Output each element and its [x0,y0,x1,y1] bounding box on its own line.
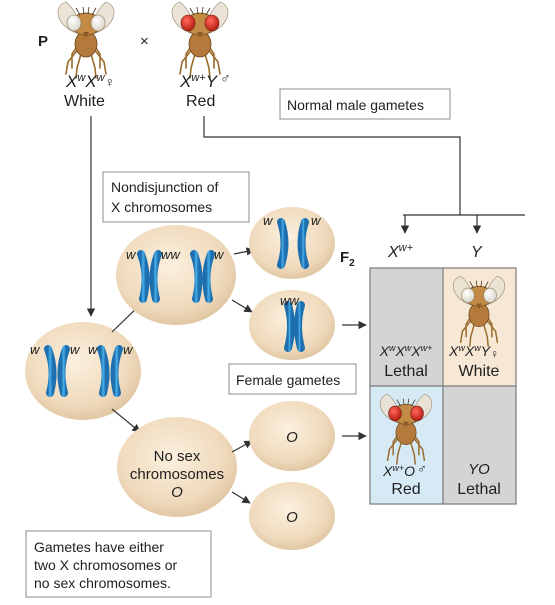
oocyte-chromosome-left [44,345,70,397]
male-genotype: Xw+Y♂ [179,70,231,91]
gamete4-o: O [286,509,298,526]
punnett-cell-r1c1 [370,268,443,386]
oocyte-w-2: w [70,342,81,357]
oocyte-w-1: w [30,342,41,357]
r2c1-genotype: Xw+O♂ [382,461,427,479]
arrow-to-gamete-4 [231,491,251,504]
nosex-cell [117,417,237,517]
female-gametes-box [228,363,357,395]
cross-symbol: × [140,33,149,50]
r2c1-phenotype: Red [391,481,420,498]
punnett-col1-header: Xw+ [387,242,414,261]
male-phenotype: Red [186,93,215,110]
r1c1-phenotype: Lethal [384,363,428,380]
summary-line2: two X chromosomes or [34,557,177,573]
summary-box [25,530,212,598]
meiosis-w-right: w [214,247,225,262]
r2c2-phenotype: Lethal [457,481,501,498]
oocyte-cell [25,322,141,420]
gamete1-w-left: w [263,213,274,228]
nondisjunction-line1: Nondisjunction of [111,179,219,195]
r1c2-genotype: XwXwY♀ [448,343,499,361]
gamete1-chromatid-left [277,218,289,269]
r2c2-genotype: YO [468,461,490,478]
gamete3-o: O [286,429,298,446]
female-genotype: XwXw♀ [65,72,115,91]
red-male-fly-icon [379,393,433,465]
oocyte-w-4: w [123,342,134,357]
r1c1-genotype: XwXwXw+ [379,343,433,359]
gamete-cell-3 [249,401,335,471]
arrow-to-gamete-3 [231,440,253,453]
male-fly-icon [171,1,229,79]
gamete2-ww: ww [280,293,300,308]
gamete2-chromatid-right [294,301,305,352]
normal-male-gametes-label: Normal male gametes [287,97,424,113]
arrow-to-gamete-2 [231,299,253,313]
punnett-col2-header: Y [471,244,483,261]
meiosis-cell [116,225,236,325]
oocyte-w-3: w [88,342,99,357]
normal-male-gametes-box [279,88,451,120]
nosex-line1: No sex [154,448,201,465]
male-gamete-line [203,116,461,215]
gamete2-chromatid-left [284,301,295,352]
r1c2-phenotype: White [459,363,500,380]
punnett-cell-r2c2 [443,386,516,504]
gamete1-w-right: w [311,213,322,228]
nosex-line2: chromosomes [130,466,224,483]
nondisjunction-box [102,171,250,223]
meiosis-w-left: w [126,247,137,262]
meiosis-chromosome-right [190,250,215,303]
white-female-fly-icon [452,275,506,347]
meiosis-ww: ww [161,247,181,262]
generation-f2-label: F2 [340,249,355,269]
summary-line1: Gametes have either [34,539,164,555]
arrow-to-nosex-cell [111,408,141,433]
meiosis-chromosome-left [137,250,162,303]
gamete-cell-4 [249,482,335,550]
gamete-cell-1 [249,207,335,279]
summary-line3: no sex chromosomes. [34,575,171,591]
nosex-line3: O [171,484,183,501]
female-phenotype: White [64,93,105,110]
gamete1-chromatid-right [297,218,309,269]
nondisjunction-line2: X chromosomes [111,199,212,215]
generation-p-label: P [38,33,48,50]
female-fly-icon [57,1,115,79]
oocyte-chromosome-right [97,345,123,397]
female-gametes-label: Female gametes [236,372,340,388]
